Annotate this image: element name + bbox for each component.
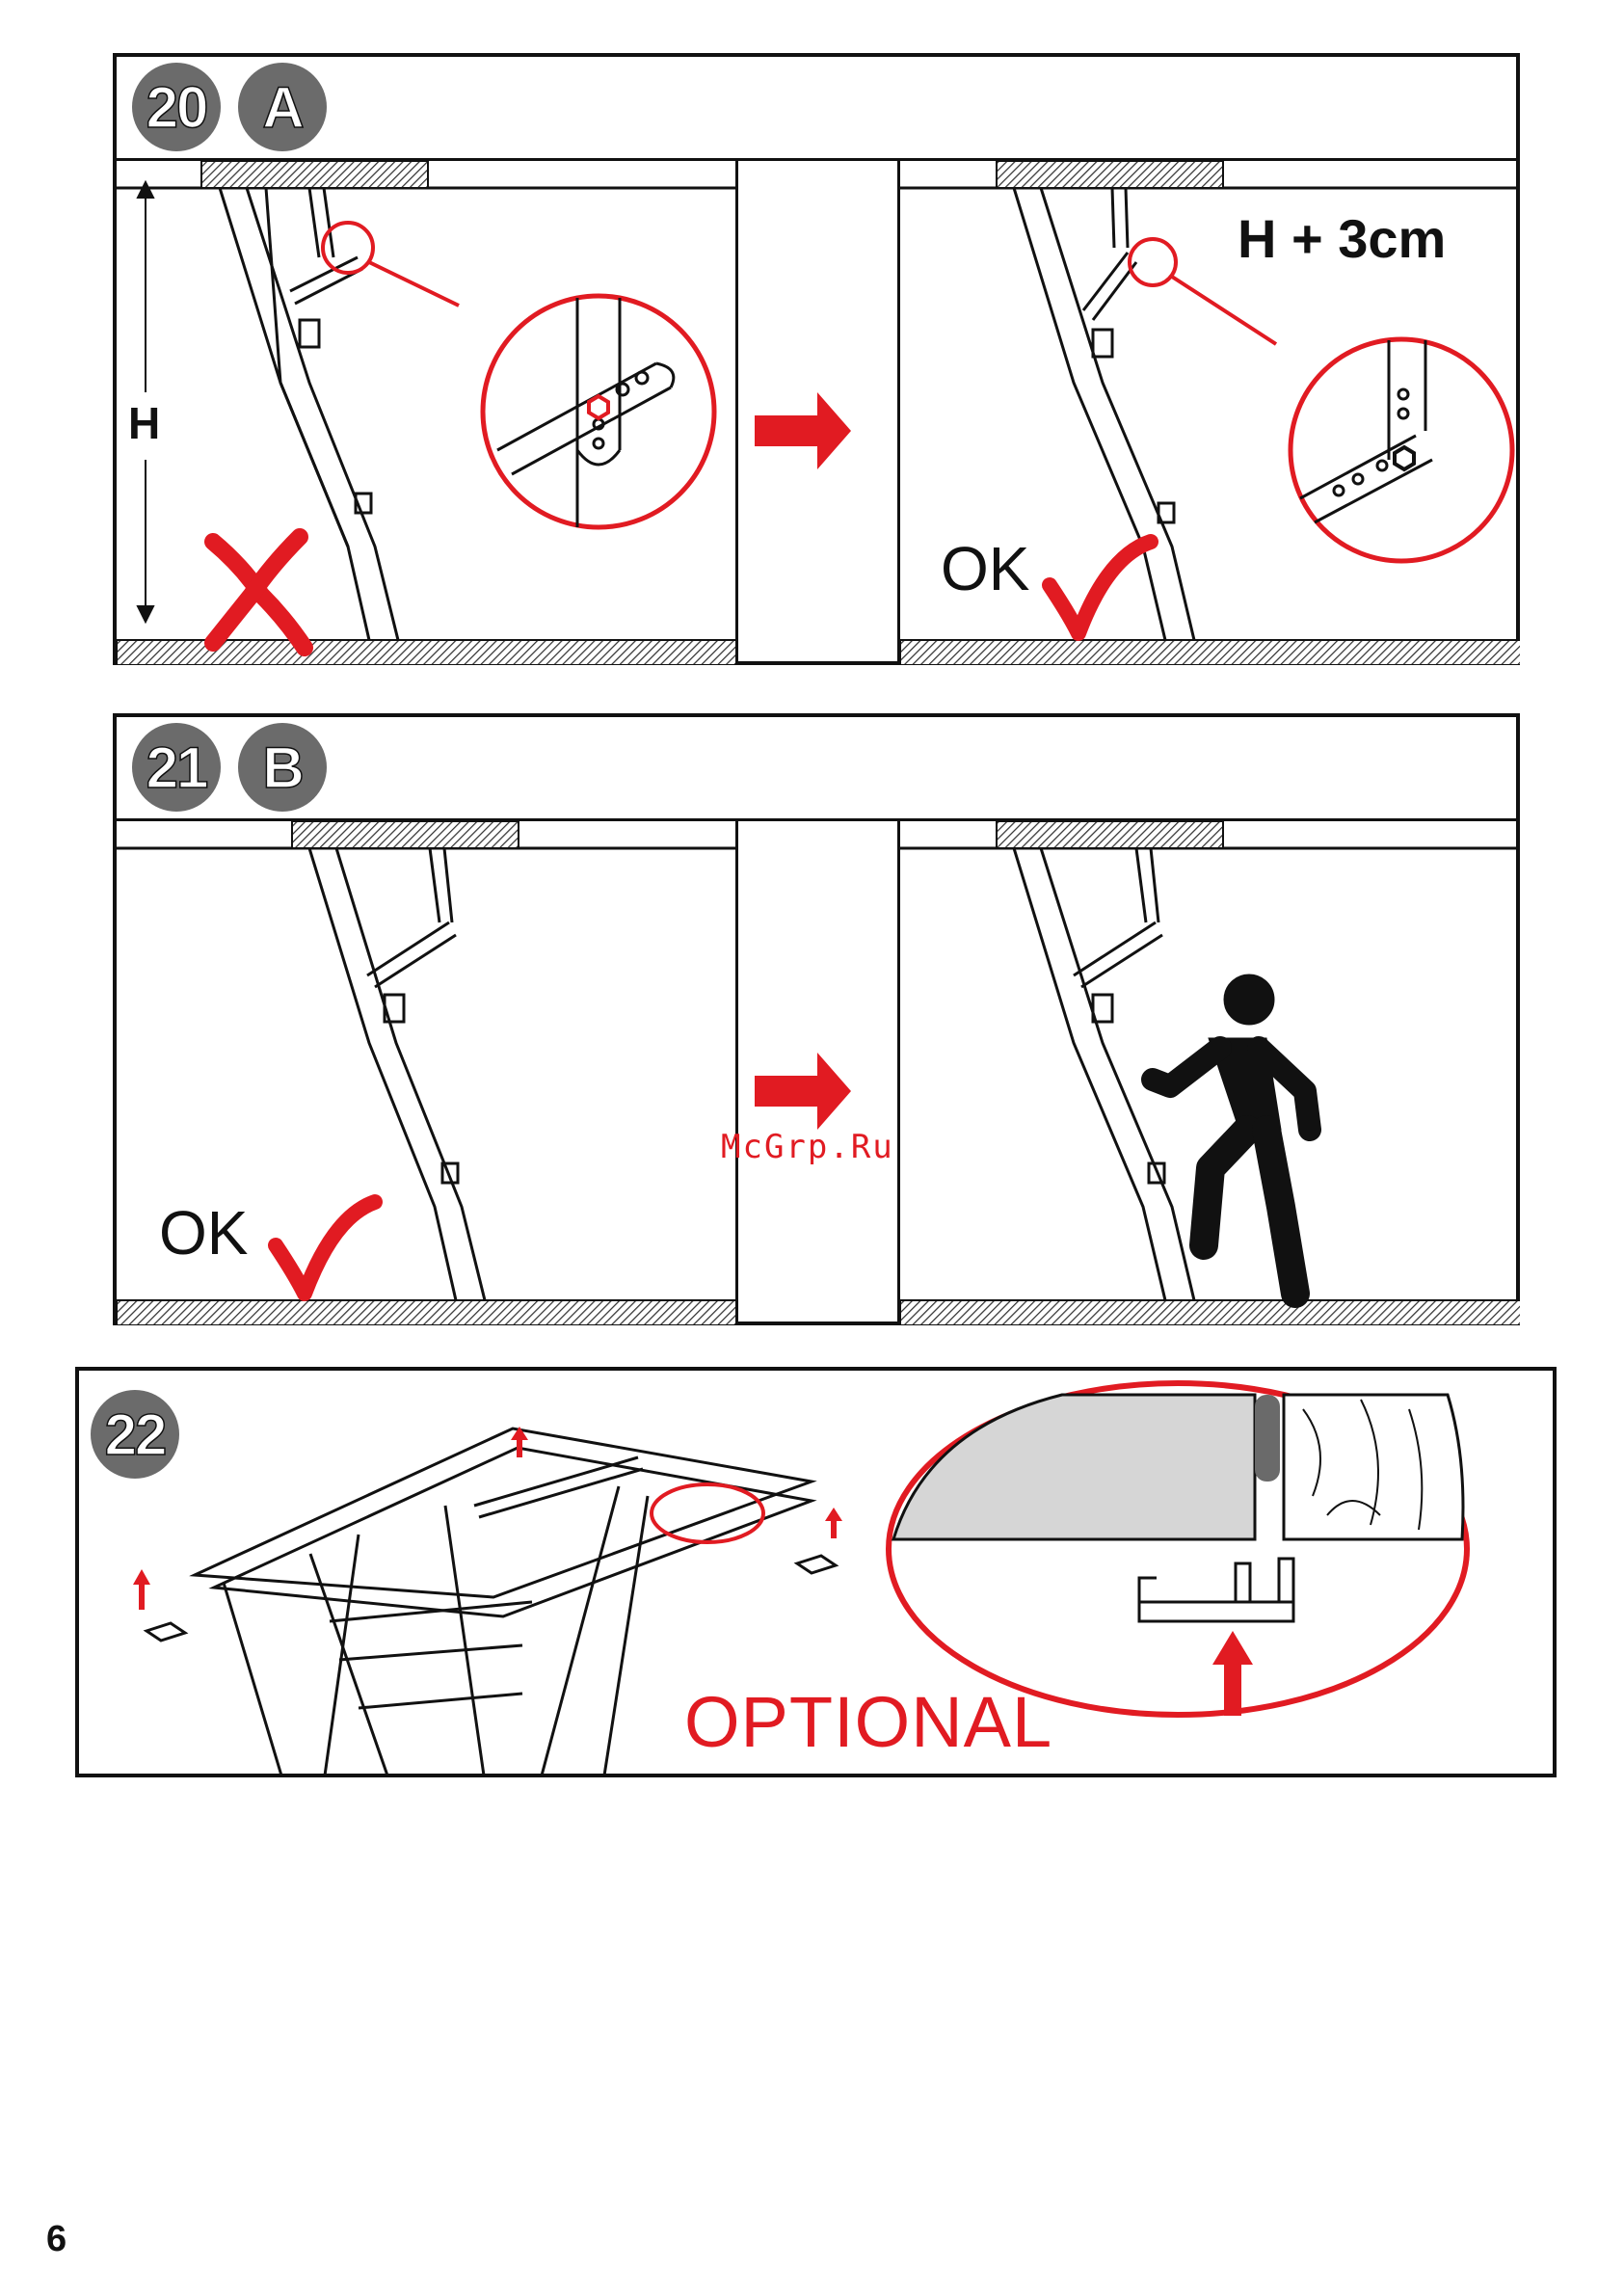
optional-label: OPTIONAL (684, 1681, 1052, 1763)
page-number: 6 (46, 2219, 67, 2260)
panel-incorrect: H (117, 161, 738, 665)
check-icon (276, 1202, 375, 1294)
step-number-badge: 20 (132, 63, 221, 151)
height-label: H (128, 397, 160, 449)
section-step-22: 22 (75, 1367, 1557, 1777)
step-number-badge: 21 (132, 723, 221, 812)
ladder-illustration-climbing (900, 821, 1520, 1325)
panel-correct: H + 3cm OK (897, 161, 1520, 665)
panel-climbing (897, 821, 1520, 1325)
watermark: McGrp.Ru (721, 1128, 894, 1166)
ladder-illustration-incorrect (117, 161, 738, 665)
height-plus-label: H + 3cm (1238, 207, 1446, 270)
check-icon (1050, 542, 1151, 633)
section-step-20: 20 A (113, 53, 1520, 665)
arrow-up-icon (133, 1427, 842, 1610)
cross-icon (213, 537, 305, 648)
section-step-21: 21 B OK (113, 713, 1520, 1325)
person-icon (1153, 974, 1310, 1294)
ok-label: OK (159, 1197, 248, 1268)
panel-adjusted: OK (117, 821, 738, 1325)
step-letter-badge: A (238, 63, 327, 151)
arrow-right-icon (745, 375, 861, 491)
ok-label: OK (941, 533, 1029, 604)
step-letter-badge: B (238, 723, 327, 812)
